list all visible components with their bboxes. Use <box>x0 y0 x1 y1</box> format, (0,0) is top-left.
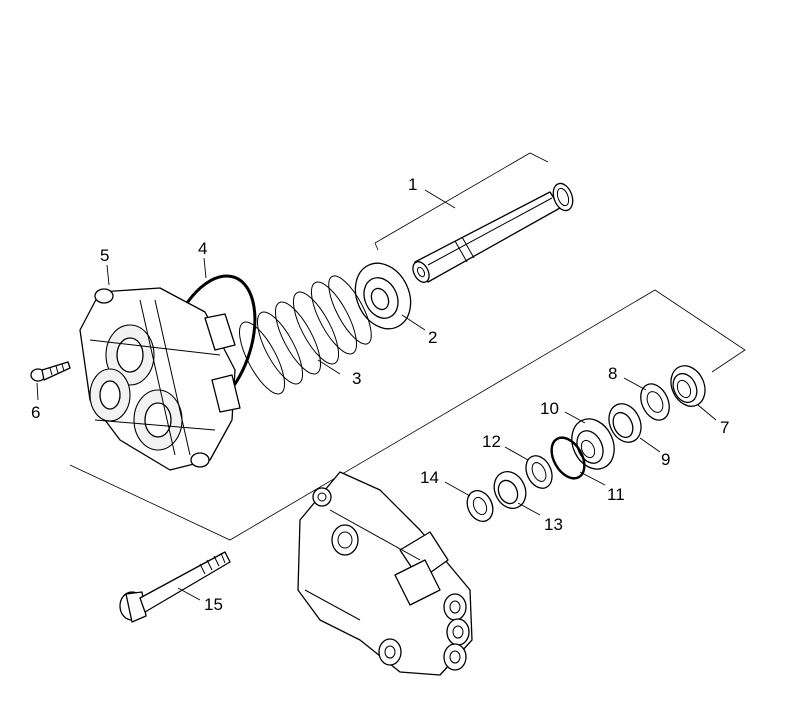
support-ring-12 <box>525 455 553 489</box>
callout-14: 14 <box>420 468 439 487</box>
cap-screw <box>119 551 231 623</box>
leader-8 <box>623 377 647 391</box>
callout-9: 9 <box>661 450 670 469</box>
leader-12 <box>504 446 529 461</box>
callout-8: 8 <box>608 364 617 383</box>
callout-5: 5 <box>100 246 109 265</box>
bracket-piston-tick <box>374 242 379 251</box>
callout-7: 7 <box>720 418 729 437</box>
leader-5 <box>106 264 110 286</box>
callout-11: 11 <box>607 485 625 504</box>
callout-13: 13 <box>544 515 563 534</box>
pump-housing <box>297 471 473 676</box>
leader-2 <box>401 314 426 331</box>
leader-7 <box>697 404 717 421</box>
leader-9 <box>639 437 661 453</box>
spring-plate <box>354 262 412 330</box>
callout-2: 2 <box>428 328 437 347</box>
callout-1: 1 <box>408 175 417 194</box>
bracket-piston-group <box>374 152 549 244</box>
callout-6: 6 <box>31 403 40 422</box>
leader-10 <box>564 411 586 424</box>
threaded-nut <box>670 365 706 407</box>
flat-washer-8 <box>640 383 670 421</box>
groove-seal-9 <box>608 403 642 443</box>
leader-3 <box>317 359 341 375</box>
leader-11 <box>579 471 606 486</box>
leader-15 <box>177 587 201 601</box>
washer-14 <box>466 489 494 523</box>
circlip <box>552 182 574 212</box>
leader-13 <box>517 502 541 516</box>
leader-1 <box>424 189 456 209</box>
leader-14 <box>444 481 471 497</box>
grooved-ring-13 <box>493 471 527 509</box>
cylinder-head <box>79 287 241 471</box>
leader-4 <box>203 257 207 279</box>
compression-spring <box>239 275 372 395</box>
callout-10: 10 <box>540 399 559 418</box>
piston-shaft <box>412 191 561 283</box>
callout-3: 3 <box>352 369 361 388</box>
callout-12: 12 <box>482 432 501 451</box>
callout-4: 4 <box>198 239 207 258</box>
small-screw <box>30 361 71 382</box>
o-ring-11 <box>550 436 586 480</box>
bracket-seal-group <box>69 289 746 541</box>
leader-6 <box>36 382 39 401</box>
callout-15: 15 <box>204 595 223 614</box>
